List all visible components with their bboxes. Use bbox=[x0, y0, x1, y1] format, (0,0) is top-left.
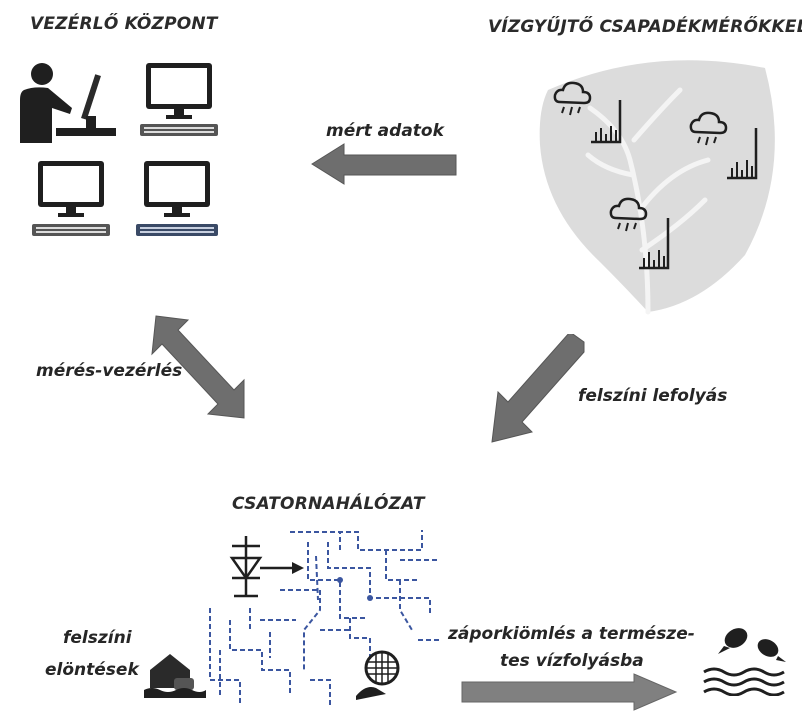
computer-icon bbox=[140, 63, 218, 136]
pump-station-icon bbox=[229, 536, 304, 598]
flooded-house-icon bbox=[144, 654, 206, 698]
catchment-title: VÍZGYŰJTŐ CSAPADÉKMÉRŐKKEL bbox=[488, 17, 802, 37]
measured-data-label: mért adatok bbox=[326, 121, 444, 141]
rain-cloud-icon bbox=[609, 197, 648, 232]
rain-cloud-icon bbox=[689, 111, 728, 146]
operator-icon bbox=[20, 63, 116, 143]
measurement-control-arrow bbox=[151, 315, 245, 419]
sewer-network-title: CSATORNAHÁLÓZAT bbox=[232, 494, 425, 514]
measurement-control-label: mérés-vezérlés bbox=[36, 361, 183, 381]
overflow-manhole-icon bbox=[356, 650, 400, 700]
overflow-label-line1: záporkiömlés a természe- bbox=[448, 624, 695, 644]
sewer-network-map bbox=[209, 530, 440, 706]
rain-gauge-icon bbox=[727, 128, 758, 180]
flooding-label-line1: felszíni bbox=[63, 628, 132, 648]
overflow-arrow bbox=[461, 673, 678, 711]
measured-data-arrow bbox=[311, 143, 457, 185]
surface-runoff-label: felszíni lefolyás bbox=[578, 386, 728, 406]
computer-icon bbox=[136, 161, 218, 236]
catchment-leaf bbox=[539, 60, 775, 315]
river-fish-icon bbox=[703, 628, 786, 696]
rain-gauge-icon bbox=[639, 218, 670, 270]
flooding-label-line2: elöntések bbox=[45, 660, 139, 680]
overflow-label-line2: tes vízfolyásba bbox=[500, 651, 644, 671]
surface-runoff-arrow bbox=[491, 334, 585, 443]
control-center-title: VEZÉRLŐ KÖZPONT bbox=[30, 14, 218, 34]
rain-cloud-icon bbox=[553, 81, 592, 116]
rain-gauge-icon bbox=[591, 100, 622, 144]
computer-icon bbox=[32, 161, 110, 236]
